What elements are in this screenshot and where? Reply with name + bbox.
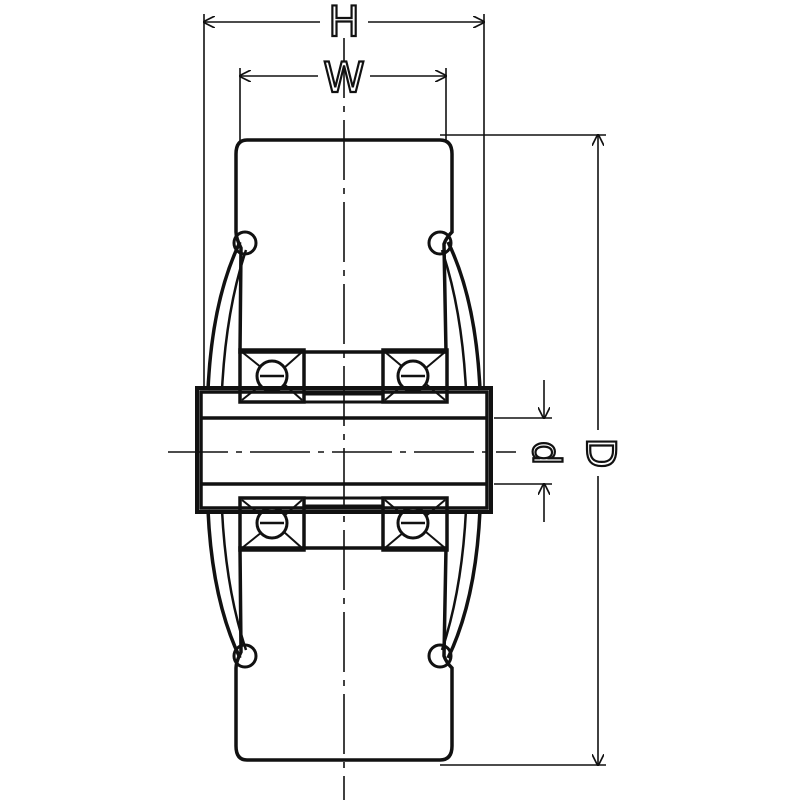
dimension-h: H	[204, 0, 484, 390]
label-w: W	[323, 53, 365, 102]
label-d-diameter: D	[577, 438, 623, 469]
label-d-bore: d	[525, 441, 569, 465]
rivets	[232, 230, 453, 669]
dimension-w: W	[240, 52, 446, 142]
center-lines	[168, 38, 516, 800]
dimension-bore: d	[494, 380, 570, 522]
rim-right	[440, 241, 482, 659]
dimension-diameter: D	[440, 135, 624, 765]
label-h: H	[328, 0, 360, 46]
bearings	[238, 348, 449, 552]
rim-left	[206, 241, 248, 659]
